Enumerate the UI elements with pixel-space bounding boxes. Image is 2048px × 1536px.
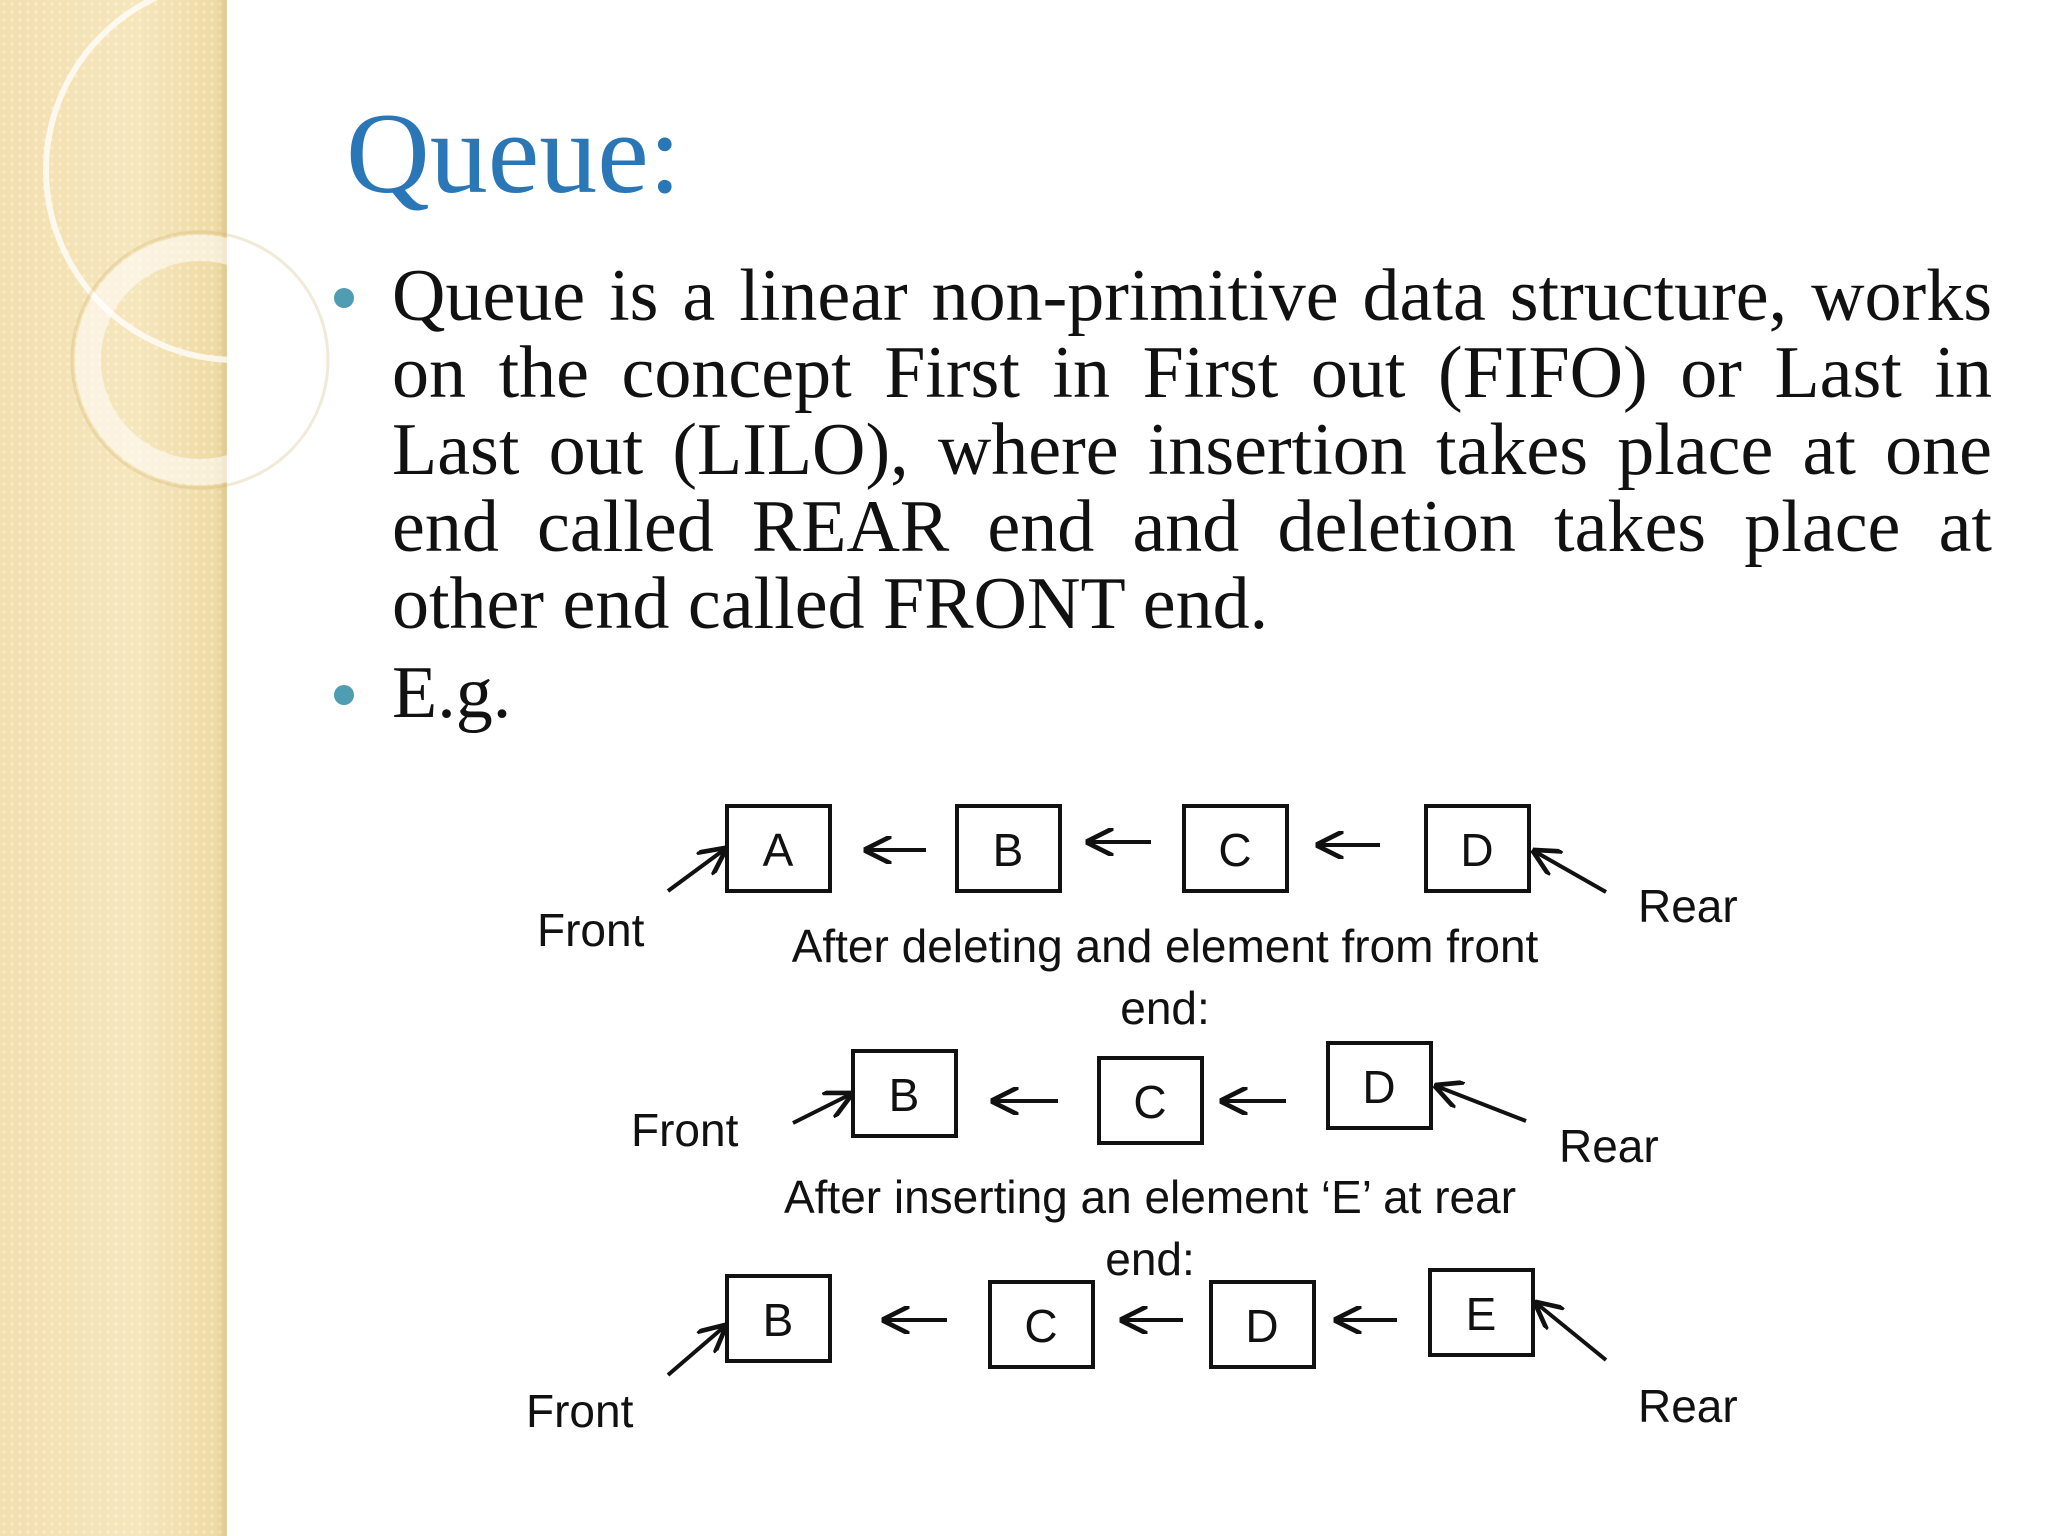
queue-box [1209,1280,1316,1369]
rear-pointer-arrow [1536,1303,1608,1362]
slide-title: Queue: [346,90,681,218]
caption-line: end: [1105,1233,1195,1285]
bullet-list: Queue is a linear non-primitive data str… [330,258,1992,744]
decorative-ring-small [75,235,325,485]
caption-line: end: [1120,982,1210,1034]
queue-box [1424,804,1531,893]
bullet-dot-icon [334,685,354,705]
bullet-text: E.g. [392,652,512,734]
front-pointer-arrow [666,849,725,893]
decorative-ring-large [43,0,360,363]
front-pointer-arrow [792,1094,851,1125]
bullet-item: E.g. [330,655,1992,732]
queue-box-label: B [763,1294,794,1346]
rear-pointer-arrow [1436,1086,1527,1123]
queue-box [1097,1056,1204,1145]
caption-line: After inserting an element ‘E’ at rear [784,1171,1516,1223]
front-label: Front [631,1104,739,1156]
caption-line: After deleting and element from front [792,920,1539,972]
sidebar-shadow [216,0,226,1536]
queue-box [1326,1041,1433,1130]
queue-box [1182,804,1289,893]
queue-box [1428,1268,1535,1357]
decorative-rings [43,0,360,490]
queue-box [725,1274,832,1363]
bullet-item: Queue is a linear non-primitive data str… [330,258,1992,643]
front-label: Front [537,904,645,956]
front-pointer-arrow [666,1326,725,1377]
rear-label: Rear [1559,1120,1659,1172]
bullet-dot-icon [334,288,354,308]
queue-box-label: D [1362,1061,1395,1113]
queue-box-label: E [1466,1288,1497,1340]
rear-label: Rear [1638,880,1738,932]
rear-label: Rear [1638,1380,1738,1432]
queue-box-label: D [1460,824,1493,876]
queue-box-label: B [993,824,1024,876]
front-label: Front [526,1385,634,1437]
queue-row-3: B C D E Front Rear [526,1268,1738,1437]
queue-row-1: A B C D Front Rear [537,804,1738,956]
queue-box-label: A [763,824,794,876]
rear-pointer-arrow [1534,851,1607,894]
queue-row-2: B C D Front Rear [631,1041,1659,1172]
queue-box [955,804,1062,893]
bullet-text: Queue is a linear non-primitive data str… [392,255,1992,645]
queue-box-label: C [1024,1300,1057,1352]
queue-box-label: B [889,1069,920,1121]
queue-box-label: C [1133,1076,1166,1128]
decorative-ring-outline [70,230,330,490]
queue-box-label: C [1218,824,1251,876]
queue-box [725,804,832,893]
queue-box-label: D [1245,1300,1278,1352]
queue-box [988,1280,1095,1369]
